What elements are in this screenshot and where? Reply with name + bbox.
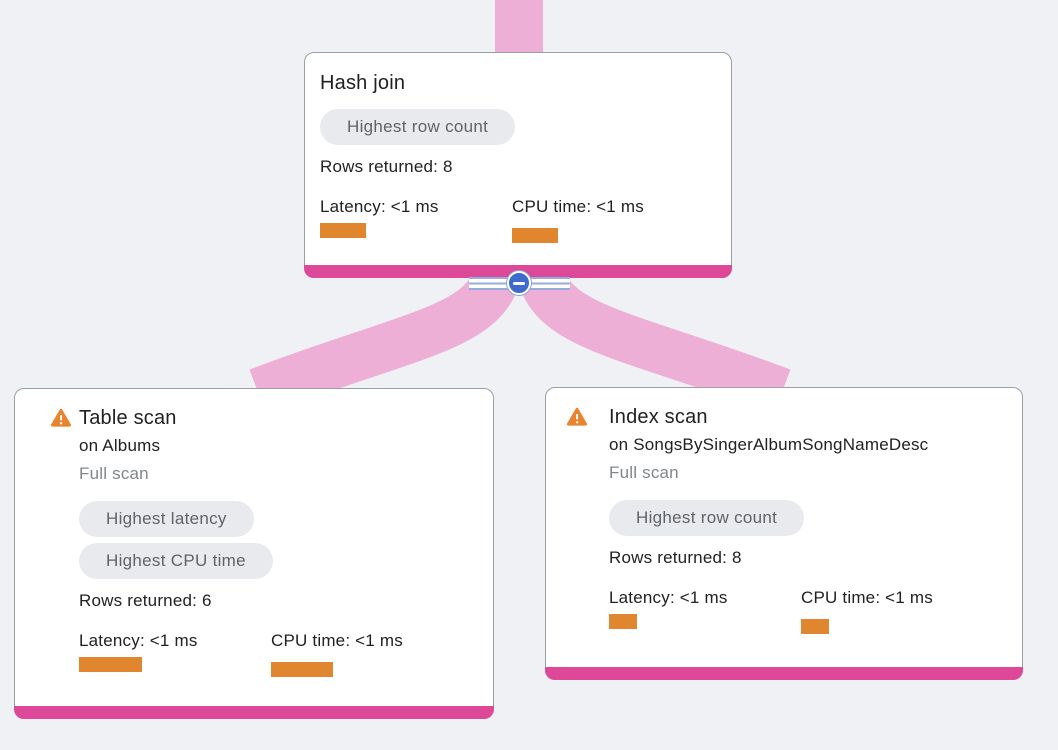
node-accent-bar [14, 706, 494, 719]
badge-row: Highest row count [609, 500, 1022, 536]
edge-hash-join-to-index-scan [516, 263, 791, 415]
cpu-time-metric: CPU time: <1 ms [512, 196, 704, 243]
warning-icon[interactable] [50, 408, 72, 428]
scan-type: Full scan [609, 463, 679, 482]
badge-row: Highest CPU time [79, 543, 493, 579]
latency-metric: Latency: <1 ms [79, 630, 271, 677]
rows-returned-text: Rows returned: 8 [609, 548, 742, 567]
cpu-time-bar [271, 662, 333, 677]
cpu-time-label: CPU time: <1 ms [512, 197, 644, 216]
badge-highest-row-count: Highest row count [320, 109, 516, 145]
node-title: Hash join [320, 72, 406, 94]
node-accent-bar [545, 667, 1023, 680]
metrics-row: Latency: <1 ms CPU time: <1 ms [609, 587, 1022, 634]
latency-bar [609, 614, 637, 629]
edge-gap-notch [501, 291, 537, 336]
latency-metric: Latency: <1 ms [320, 196, 512, 243]
badge-highest-latency: Highest latency [79, 501, 254, 537]
metrics-row: Latency: <1 ms CPU time: <1 ms [320, 196, 731, 243]
cpu-time-bar [512, 228, 558, 243]
collapse-button[interactable] [507, 271, 531, 295]
plan-node-table-scan[interactable]: Table scan on Albums Full scan Highest l… [14, 388, 494, 719]
cpu-time-label: CPU time: <1 ms [271, 631, 403, 650]
badge-highest-row-count: Highest row count [609, 500, 805, 536]
latency-label: Latency: <1 ms [609, 588, 728, 607]
edge-hash-join-to-table-scan [249, 263, 522, 415]
rows-returned-text: Rows returned: 6 [79, 591, 212, 610]
table-scan-card-body: Table scan on Albums Full scan Highest l… [15, 389, 493, 718]
rows-returned-text: Rows returned: 8 [320, 157, 453, 176]
plan-node-hash-join[interactable]: Hash join Highest row count Rows returne… [304, 52, 732, 278]
warning-icon[interactable] [566, 407, 588, 427]
node-title: Index scan [609, 406, 708, 428]
hash-join-card-body: Hash join Highest row count Rows returne… [305, 53, 731, 277]
scan-target: on SongsBySingerAlbumSongNameDesc [609, 435, 929, 454]
plan-node-index-scan[interactable]: Index scan on SongsBySingerAlbumSongName… [545, 387, 1023, 680]
badge-highest-cpu-time: Highest CPU time [79, 543, 273, 579]
latency-bar [320, 223, 366, 238]
latency-bar [79, 657, 142, 672]
cpu-time-metric: CPU time: <1 ms [801, 587, 993, 634]
latency-metric: Latency: <1 ms [609, 587, 801, 634]
latency-label: Latency: <1 ms [79, 631, 198, 650]
scan-type: Full scan [79, 464, 149, 483]
latency-label: Latency: <1 ms [320, 197, 439, 216]
minus-icon [513, 281, 525, 285]
badge-row: Highest latency [79, 501, 493, 537]
cpu-time-bar [801, 619, 829, 634]
metrics-row: Latency: <1 ms CPU time: <1 ms [79, 630, 493, 677]
edge-parent-to-hash-join [495, 0, 543, 56]
scan-target: on Albums [79, 436, 161, 455]
badge-row: Highest row count [320, 109, 731, 145]
cpu-time-label: CPU time: <1 ms [801, 588, 933, 607]
index-scan-card-body: Index scan on SongsBySingerAlbumSongName… [546, 388, 1022, 679]
node-title: Table scan [79, 407, 177, 429]
cpu-time-metric: CPU time: <1 ms [271, 630, 463, 677]
